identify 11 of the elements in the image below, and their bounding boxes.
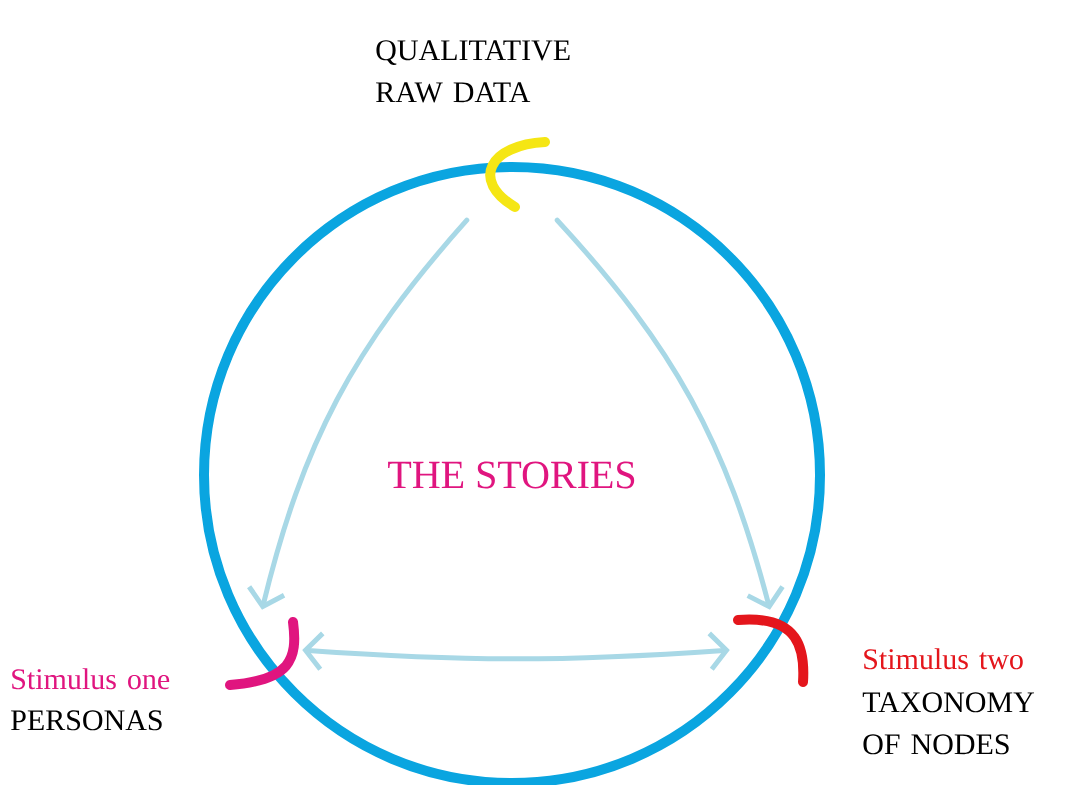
side-label: Stimulus one — [12, 668, 170, 690]
side-label: PERSONAS — [11, 710, 162, 731]
hook-mark — [485, 137, 550, 212]
side-label: QUALITATIVE RAW DATA — [376, 40, 570, 103]
side-label: TAXONOMY OF NODES — [862, 692, 1034, 755]
arrow — [247, 217, 470, 610]
side-label: Stimulus two — [864, 648, 1023, 670]
arrow — [302, 631, 730, 671]
arrow — [554, 217, 785, 610]
hook-mark — [225, 617, 300, 690]
hook-mark — [733, 614, 809, 687]
